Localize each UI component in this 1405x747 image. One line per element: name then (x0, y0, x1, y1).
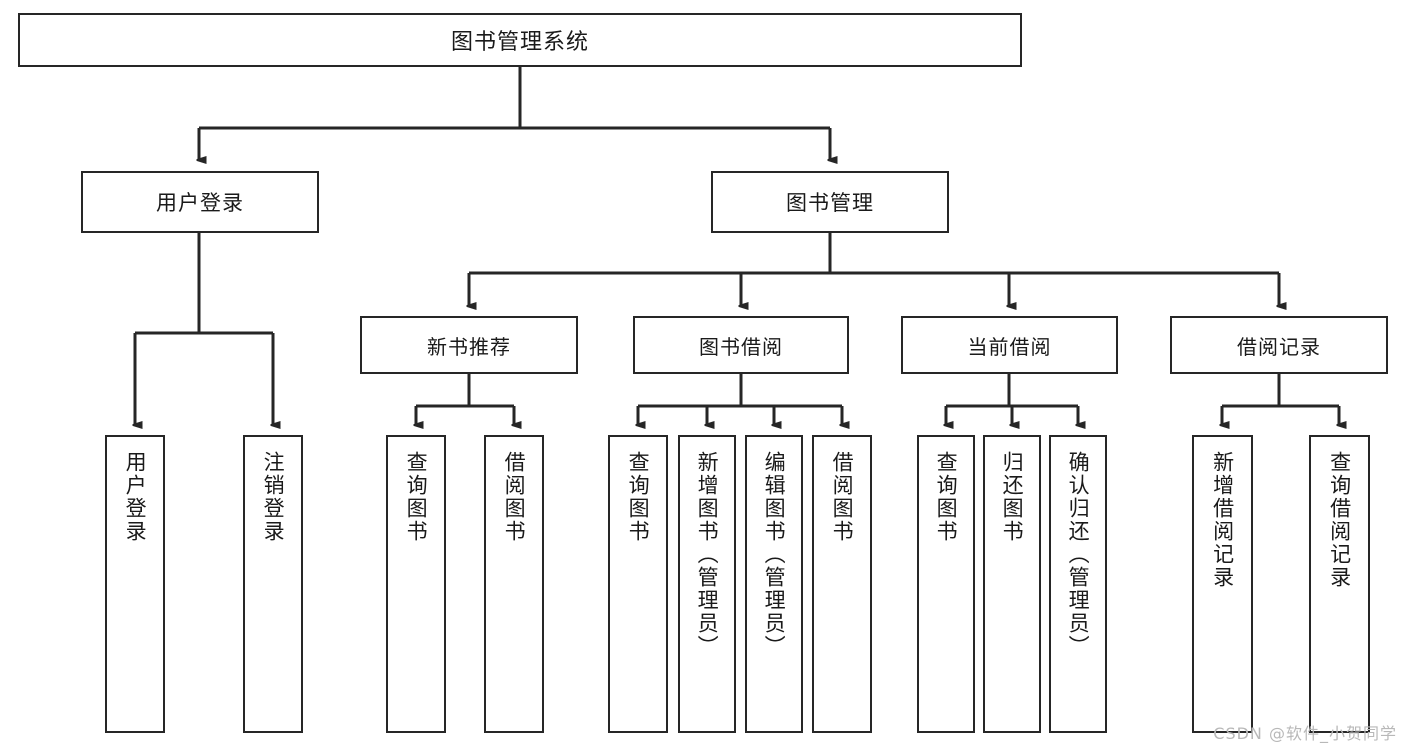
leaf-query-book-rec[interactable]: 查询图书 (386, 435, 446, 733)
leaf-user-login-label: 用户登录 (123, 451, 148, 543)
node-book-borrow[interactable]: 图书借阅 (633, 316, 849, 374)
leaf-return-book[interactable]: 归还图书 (983, 435, 1041, 733)
leaf-edit-book[interactable]: 编辑图书（管理员） (745, 435, 803, 733)
node-new-book-rec-label: 新书推荐 (427, 334, 511, 359)
leaf-user-logout[interactable]: 注销登录 (243, 435, 303, 733)
node-root-label: 图书管理系统 (450, 30, 589, 55)
leaf-query-record-label: 查询借阅记录 (1327, 451, 1352, 589)
leaf-query-book-borrow-label: 查询图书 (626, 451, 651, 543)
leaf-add-book-label: 新增图书（管理员） (695, 451, 720, 658)
leaf-user-logout-label: 注销登录 (261, 451, 286, 543)
leaf-add-record-label: 新增借阅记录 (1210, 451, 1235, 589)
leaf-borrow-book-rec-label: 借阅图书 (502, 451, 527, 543)
leaf-borrow-book[interactable]: 借阅图书 (812, 435, 872, 733)
node-book-borrow-label: 图书借阅 (699, 334, 783, 359)
watermark: CSDN @软件_小贺同学 (1213, 724, 1397, 743)
node-root[interactable]: 图书管理系统 (18, 13, 1022, 67)
leaf-return-book-label: 归还图书 (1000, 451, 1025, 543)
leaf-borrow-book-label: 借阅图书 (830, 451, 855, 543)
leaf-query-book-rec-label: 查询图书 (404, 451, 429, 543)
leaf-query-record[interactable]: 查询借阅记录 (1309, 435, 1370, 733)
leaf-add-book[interactable]: 新增图书（管理员） (678, 435, 736, 733)
leaf-add-record[interactable]: 新增借阅记录 (1192, 435, 1253, 733)
leaf-user-login[interactable]: 用户登录 (105, 435, 165, 733)
leaf-borrow-book-rec[interactable]: 借阅图书 (484, 435, 544, 733)
leaf-query-book-cur-label: 查询图书 (934, 451, 959, 543)
leaf-query-book-cur[interactable]: 查询图书 (917, 435, 975, 733)
leaf-confirm-return[interactable]: 确认归还（管理员） (1049, 435, 1107, 733)
node-new-book-rec[interactable]: 新书推荐 (360, 316, 578, 374)
node-current-borrow[interactable]: 当前借阅 (901, 316, 1118, 374)
node-borrow-record[interactable]: 借阅记录 (1170, 316, 1388, 374)
node-book-manage[interactable]: 图书管理 (711, 171, 949, 233)
node-current-borrow-label: 当前借阅 (967, 334, 1052, 359)
node-book-manage-label: 图书管理 (786, 191, 874, 215)
leaf-edit-book-label: 编辑图书（管理员） (762, 451, 787, 658)
node-user-login[interactable]: 用户登录 (81, 171, 319, 233)
node-borrow-record-label: 借阅记录 (1237, 334, 1321, 359)
node-user-login-label: 用户登录 (156, 191, 244, 215)
leaf-confirm-return-label: 确认归还（管理员） (1066, 451, 1091, 658)
leaf-query-book-borrow[interactable]: 查询图书 (608, 435, 668, 733)
